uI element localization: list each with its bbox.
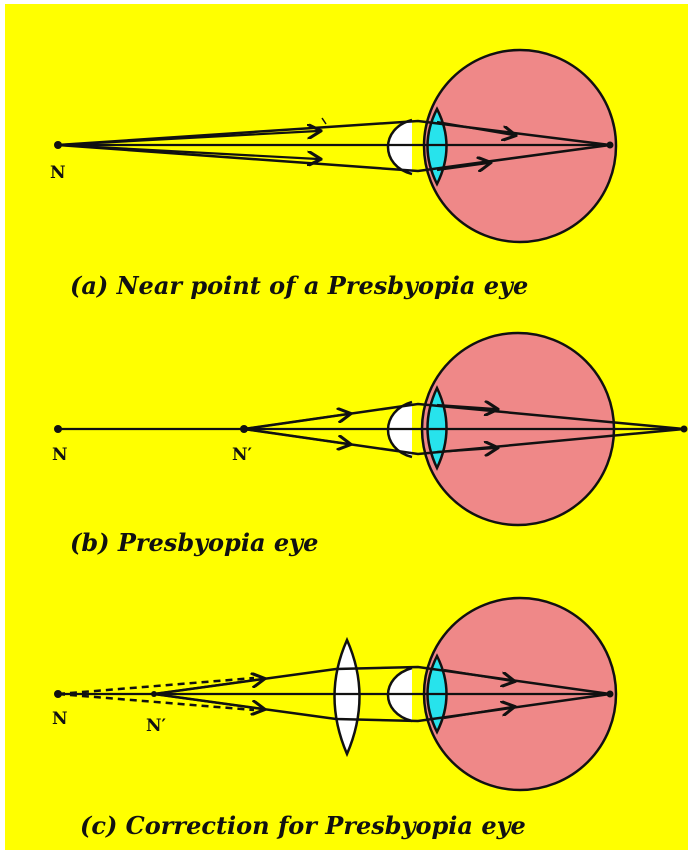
- caption-c: (c) Correction for Presbyopia eye: [80, 811, 526, 840]
- point-n: [54, 690, 62, 698]
- cornea: [388, 120, 412, 174]
- retina-point: [607, 691, 614, 698]
- label-n: N: [50, 163, 66, 183]
- panel-b: N N′ (b) Presbyopia eye: [52, 333, 688, 557]
- panel-a: N (a) Near point of a Presbyopia eye: [50, 50, 616, 300]
- label-n: N: [52, 445, 68, 465]
- label-n-prime: N′: [232, 445, 253, 465]
- label-n-prime: N′: [146, 716, 167, 736]
- point-n: [54, 425, 62, 433]
- convex-corrective-lens: [335, 640, 360, 754]
- point-n: [54, 141, 62, 149]
- point-n-prime: [151, 691, 157, 697]
- point-n-prime: [240, 425, 248, 433]
- caption-b: (b) Presbyopia eye: [70, 528, 318, 557]
- label-n: N: [52, 709, 68, 729]
- caption-a: (a) Near point of a Presbyopia eye: [70, 271, 528, 300]
- image-point-behind-retina: [681, 426, 688, 433]
- panel-c: N N′ (c) Correction for Presbyopia eye: [52, 598, 616, 840]
- retina-point: [607, 142, 614, 149]
